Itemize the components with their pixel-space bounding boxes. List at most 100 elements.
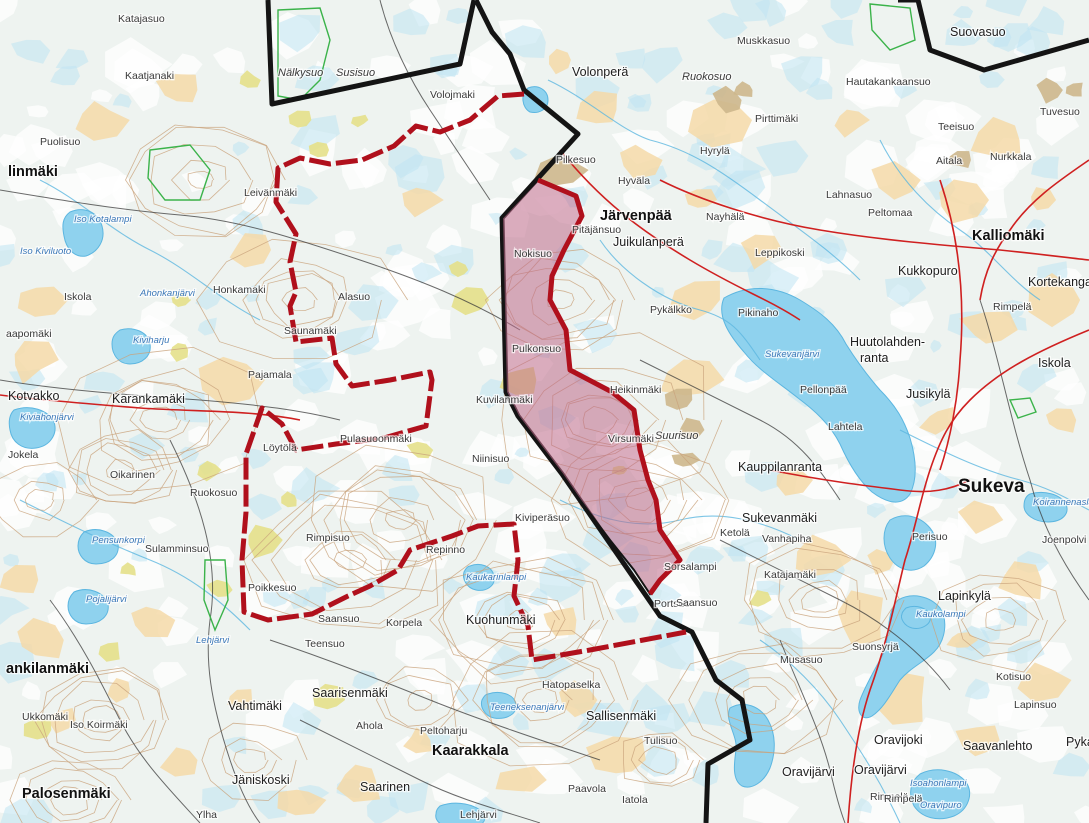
contour-line bbox=[251, 493, 434, 625]
land-cover-patch bbox=[26, 105, 49, 118]
place-label: Kaatjanaki bbox=[125, 70, 174, 82]
land-cover-patch bbox=[991, 160, 1020, 184]
land-cover-patch bbox=[623, 188, 655, 212]
protected-area bbox=[147, 144, 211, 201]
study-area-boundary[interactable] bbox=[239, 91, 687, 663]
land-cover-patch bbox=[212, 47, 246, 74]
place-label: Lahnasuo bbox=[826, 189, 872, 201]
place-label: Volonperä bbox=[572, 65, 628, 79]
forest-track bbox=[49, 599, 201, 823]
land-cover-patch bbox=[403, 727, 432, 754]
place-label: Iso Kiviluoto bbox=[20, 246, 71, 257]
place-label: Kaukolampi bbox=[916, 609, 967, 620]
land-cover-patch bbox=[907, 379, 940, 408]
lake-west-kiviharju bbox=[111, 328, 151, 365]
land-cover-patch bbox=[351, 114, 369, 128]
land-cover-patch bbox=[821, 19, 854, 46]
place-label: Oravijärvi bbox=[782, 765, 835, 779]
land-cover-patch bbox=[677, 417, 705, 439]
land-cover-patch bbox=[1016, 362, 1057, 394]
contour-line bbox=[778, 569, 861, 631]
contour-line bbox=[749, 547, 901, 649]
contour-line bbox=[384, 674, 456, 727]
land-cover-patch bbox=[955, 725, 1000, 757]
land-cover-patch bbox=[388, 485, 420, 506]
land-cover-patch bbox=[676, 490, 706, 508]
land-cover-patch bbox=[232, 210, 264, 241]
place-label: Nayhälä bbox=[706, 211, 745, 223]
land-cover-patch bbox=[615, 48, 646, 69]
contour-line bbox=[452, 629, 639, 767]
land-cover-patch bbox=[131, 606, 176, 638]
land-cover-patch bbox=[987, 26, 1012, 48]
land-cover-patch bbox=[927, 658, 958, 680]
place-label: Hyrylä bbox=[700, 145, 730, 157]
contour-line bbox=[72, 699, 130, 742]
place-label: Virsumäki bbox=[608, 433, 654, 445]
road bbox=[0, 394, 301, 421]
land-cover-patch bbox=[451, 145, 500, 185]
land-cover-patch bbox=[120, 562, 136, 576]
land-cover-patch bbox=[98, 642, 120, 662]
land-cover-patch bbox=[312, 683, 345, 710]
land-cover-patch bbox=[348, 284, 399, 321]
land-cover-patch bbox=[668, 280, 720, 321]
place-label: Volojmaki bbox=[430, 89, 475, 101]
road bbox=[559, 149, 801, 321]
place-label: Pulasuoonmäki bbox=[340, 433, 412, 445]
land-cover-patch bbox=[395, 634, 446, 668]
land-cover-patch bbox=[17, 286, 69, 317]
land-cover-patch bbox=[576, 90, 617, 124]
land-cover-patch bbox=[1036, 77, 1063, 104]
land-cover-patch bbox=[1074, 805, 1089, 823]
land-cover-patch bbox=[906, 717, 958, 759]
contour-line bbox=[960, 596, 1040, 645]
land-cover-patch bbox=[90, 89, 113, 103]
place-label: Aitala bbox=[936, 155, 962, 167]
contour-line bbox=[40, 667, 167, 762]
land-cover-patch bbox=[376, 530, 406, 552]
place-label: Ukkomäki bbox=[22, 711, 68, 723]
place-label: Teeisuo bbox=[938, 121, 974, 133]
place-label: Ylha bbox=[196, 809, 217, 821]
land-cover-patch bbox=[1065, 82, 1083, 97]
land-cover-patch bbox=[513, 712, 529, 731]
place-label: Oravipuro bbox=[920, 800, 962, 811]
place-label: Hyväla bbox=[618, 175, 650, 187]
place-label: Tulisuo bbox=[644, 735, 678, 747]
place-label: Muskkasuo bbox=[737, 35, 790, 47]
contour-line bbox=[472, 653, 615, 748]
lake-west-kotvakko bbox=[8, 407, 56, 449]
lake-lehjarvi-south bbox=[435, 802, 486, 823]
land-cover-patch bbox=[288, 110, 312, 128]
land-cover-patch bbox=[370, 270, 401, 291]
forest-track bbox=[0, 189, 521, 331]
place-label: Teeneksenanjärvi bbox=[490, 702, 565, 713]
forest-track bbox=[719, 539, 951, 691]
land-cover-patch bbox=[0, 243, 15, 267]
land-cover-patch bbox=[979, 70, 1005, 88]
land-cover-patch bbox=[406, 441, 434, 459]
land-cover-patch bbox=[781, 56, 823, 93]
land-cover-patch bbox=[461, 430, 504, 468]
place-label: Sulamminsuo bbox=[145, 543, 209, 555]
land-cover-patch bbox=[776, 467, 813, 496]
place-label: Pellonpää bbox=[800, 384, 847, 396]
contour-line bbox=[129, 400, 191, 440]
land-cover-patch bbox=[798, 33, 819, 49]
land-cover-patch bbox=[785, 687, 819, 711]
land-cover-patch bbox=[0, 798, 54, 823]
land-cover-patch bbox=[924, 105, 965, 140]
protected-areas-layer bbox=[147, 3, 1037, 632]
place-label: Suurisuo bbox=[655, 430, 698, 442]
land-cover-patch bbox=[418, 307, 451, 340]
stream bbox=[899, 429, 1089, 511]
contour-line bbox=[233, 748, 269, 773]
contour-line bbox=[50, 786, 90, 816]
contour-line bbox=[501, 332, 723, 506]
place-label: aapomäki bbox=[6, 328, 52, 340]
land-cover-patch bbox=[217, 455, 241, 474]
land-cover-patch bbox=[352, 670, 379, 692]
